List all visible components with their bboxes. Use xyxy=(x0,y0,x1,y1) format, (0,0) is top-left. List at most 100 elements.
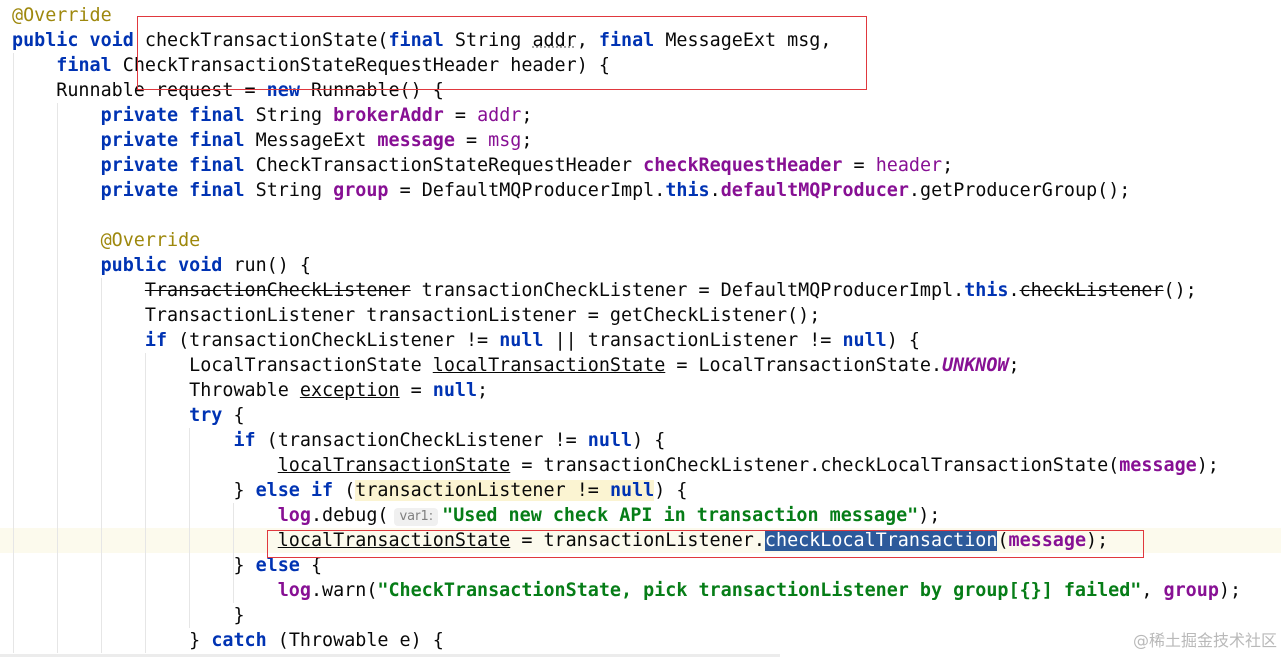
code-token: msg xyxy=(488,130,522,151)
horizontal-scrollbar[interactable] xyxy=(0,654,780,657)
code-line[interactable]: TransactionListener transactionListener … xyxy=(12,303,820,328)
code-token xyxy=(12,105,101,126)
code-line[interactable]: if (transactionCheckListener != null || … xyxy=(12,328,920,353)
code-token: group xyxy=(1163,580,1219,601)
code-token: ) { xyxy=(632,430,666,451)
code-token: ); xyxy=(1196,455,1219,476)
code-line[interactable]: public void run() { xyxy=(12,253,311,278)
code-token: final xyxy=(189,180,245,201)
code-token xyxy=(178,180,189,201)
code-token: localTransactionState xyxy=(277,455,511,476)
code-token: Runnable request = xyxy=(12,80,267,101)
code-token: message xyxy=(1008,530,1087,551)
code-line[interactable]: log.debug(var1:"Used new check API in tr… xyxy=(12,503,940,528)
code-line[interactable]: } catch (Throwable e) { xyxy=(12,628,444,653)
code-token: addr xyxy=(532,30,577,51)
code-token: log xyxy=(277,580,311,601)
code-line[interactable]: private final MessageExt message = msg; xyxy=(12,128,533,153)
code-line[interactable]: } else if (transactionListener != null) … xyxy=(12,478,687,503)
code-token xyxy=(12,280,145,301)
code-token: ) { xyxy=(654,480,688,501)
code-line[interactable]: LocalTransactionState localTransactionSt… xyxy=(12,353,1020,378)
code-token: "CheckTransactionState, pick transaction… xyxy=(377,580,1142,601)
code-token: .getProducerGroup(); xyxy=(908,180,1131,201)
code-token: Throwable xyxy=(12,380,300,401)
code-token: , xyxy=(576,30,599,51)
code-line[interactable]: Throwable exception = null; xyxy=(12,378,488,403)
code-token: UNKNOW xyxy=(942,355,1009,376)
code-token: != xyxy=(576,480,610,501)
code-line[interactable]: TransactionCheckListener transactionChec… xyxy=(12,278,1197,303)
code-token xyxy=(12,55,56,76)
code-token: LocalTransactionState xyxy=(12,355,433,376)
code-token xyxy=(12,230,101,251)
code-token: String xyxy=(443,30,533,51)
code-token: (); xyxy=(1163,280,1197,301)
code-token: Runnable() { xyxy=(299,80,444,101)
indent-guide xyxy=(145,353,146,653)
code-token: run() { xyxy=(222,255,311,276)
code-line[interactable]: if (transactionCheckListener != null) { xyxy=(12,428,665,453)
current-line-highlight xyxy=(0,528,1281,553)
code-token: ); xyxy=(918,505,941,526)
code-line[interactable]: final CheckTransactionStateRequestHeader… xyxy=(12,53,610,78)
code-token xyxy=(12,430,233,451)
code-token: .debug( xyxy=(310,505,389,526)
code-token: } xyxy=(12,555,256,576)
code-token: = xyxy=(842,155,876,176)
code-token: MessageExt xyxy=(244,130,378,151)
code-token: group xyxy=(333,180,389,201)
code-token: localTransactionState xyxy=(277,530,511,551)
code-token: else xyxy=(255,480,300,501)
code-line[interactable]: @Override xyxy=(12,3,112,28)
code-token: this xyxy=(665,180,710,201)
code-token xyxy=(12,530,278,551)
code-token: final xyxy=(598,30,655,51)
code-token: catch xyxy=(211,630,267,651)
code-token: ; xyxy=(1008,355,1020,376)
indent-guide xyxy=(13,53,14,653)
code-line[interactable]: try { xyxy=(12,403,245,428)
code-token: = xyxy=(454,130,489,151)
code-token: checkRequestHeader xyxy=(643,155,843,176)
parameter-hint: var1: xyxy=(394,508,439,526)
code-token: = xyxy=(399,380,433,401)
code-token: ( xyxy=(333,480,356,501)
code-token: localTransactionState xyxy=(432,355,666,376)
code-token: TransactionListener transactionListener … xyxy=(12,305,821,326)
code-token: . xyxy=(1008,280,1020,301)
indent-guide xyxy=(101,278,102,653)
code-line[interactable]: } else { xyxy=(12,553,322,578)
code-line[interactable]: private final String group = DefaultMQPr… xyxy=(12,178,1131,203)
code-token: @Override xyxy=(12,5,112,26)
code-line[interactable]: @Override xyxy=(12,228,201,253)
code-line[interactable]: private final String brokerAddr = addr; xyxy=(12,103,533,128)
code-token: { xyxy=(299,555,323,576)
code-token: private xyxy=(100,180,179,201)
code-token xyxy=(167,255,178,276)
code-token: checkListener xyxy=(1019,280,1164,301)
code-token xyxy=(12,180,101,201)
code-token xyxy=(12,405,189,426)
code-line[interactable]: log.warn("CheckTransactionState, pick tr… xyxy=(12,578,1241,603)
code-token: final xyxy=(189,130,245,151)
code-token: null xyxy=(842,330,887,351)
code-line[interactable]: localTransactionState = transactionCheck… xyxy=(12,453,1219,478)
indent-guide xyxy=(189,428,190,628)
code-token: final xyxy=(189,155,245,176)
code-token: { xyxy=(222,405,245,426)
code-token: final xyxy=(56,55,112,76)
code-token: = DefaultMQProducerImpl. xyxy=(388,180,666,201)
code-line[interactable]: public void checkTransactionState(final … xyxy=(12,28,831,53)
code-line[interactable]: Runnable request = new Runnable() { xyxy=(12,78,444,103)
code-line[interactable]: localTransactionState = transactionListe… xyxy=(12,528,1108,553)
code-token: addr xyxy=(477,105,522,126)
code-line[interactable]: } xyxy=(12,603,244,628)
indent-guide xyxy=(233,503,234,603)
code-token: void xyxy=(89,30,134,51)
code-token: . xyxy=(709,180,721,201)
code-token: header xyxy=(875,155,943,176)
code-token xyxy=(12,130,101,151)
code-line[interactable]: private final CheckTransactionStateReque… xyxy=(12,153,954,178)
